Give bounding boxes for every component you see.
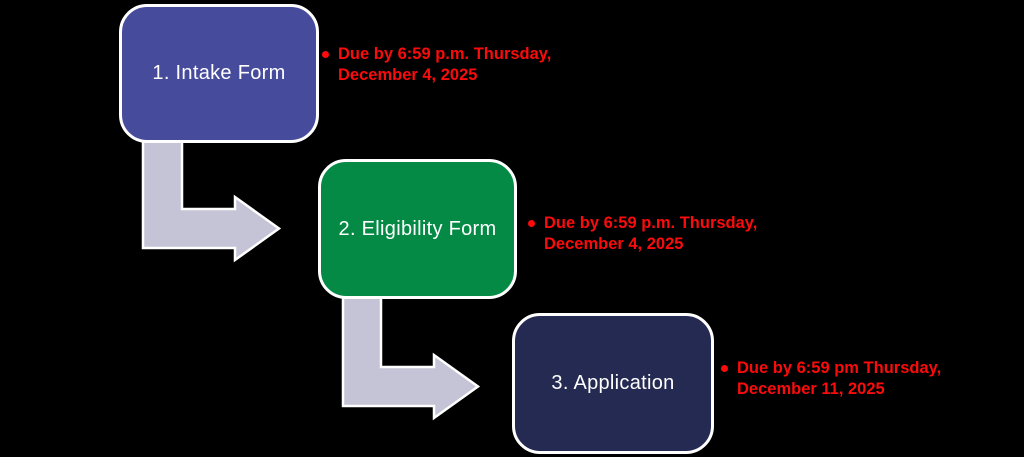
due-note-intake: Due by 6:59 p.m. Thursday, December 4, 2… (322, 44, 551, 86)
elbow-arrow-1-icon (141, 136, 282, 263)
bullet-dot-icon (528, 220, 535, 227)
due-note-eligibility: Due by 6:59 p.m. Thursday, December 4, 2… (528, 213, 757, 255)
due-line-2: December 11, 2025 (737, 380, 885, 398)
elbow-arrow-2-icon (341, 294, 481, 421)
step-label-intake-form: 1. Intake Form (152, 62, 286, 84)
step-box-eligibility-form: 2. Eligibility Form (318, 159, 517, 299)
due-line-2: December 4, 2025 (338, 66, 478, 84)
due-line-1: Due by 6:59 p.m. Thursday, (544, 214, 758, 232)
due-line-1: Due by 6:59 pm Thursday, (737, 359, 942, 377)
due-line-1: Due by 6:59 p.m. Thursday, (338, 45, 552, 63)
due-text-application: Due by 6:59 pm Thursday, December 11, 20… (737, 358, 941, 400)
step-box-application: 3. Application (512, 313, 714, 454)
bullet-dot-icon (322, 51, 329, 58)
due-text-eligibility: Due by 6:59 p.m. Thursday, December 4, 2… (544, 213, 757, 255)
step-label-eligibility-form: 2. Eligibility Form (338, 217, 497, 240)
due-note-application: Due by 6:59 pm Thursday, December 11, 20… (721, 358, 941, 400)
due-text-intake: Due by 6:59 p.m. Thursday, December 4, 2… (338, 44, 551, 86)
step-label-application: 3. Application (551, 372, 675, 394)
step-box-intake-form: 1. Intake Form (119, 4, 319, 143)
bullet-dot-icon (721, 365, 728, 372)
due-line-2: December 4, 2025 (544, 235, 684, 253)
